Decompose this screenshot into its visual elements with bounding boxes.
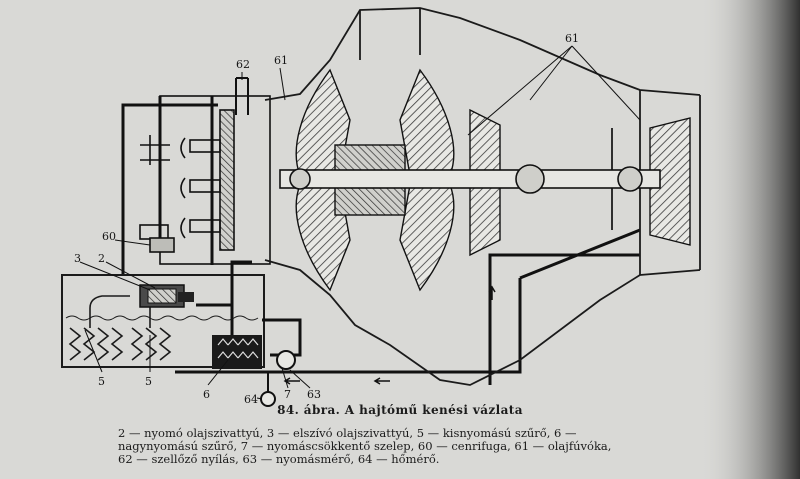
oil-pumps bbox=[139, 284, 194, 308]
callout-3: 3 bbox=[74, 252, 81, 265]
high-pressure-filter bbox=[212, 335, 262, 369]
callout-63: 63 bbox=[307, 388, 321, 401]
low-pressure-filter-left bbox=[68, 295, 130, 361]
callout-61-right: 61 bbox=[565, 32, 579, 45]
leader-lines bbox=[79, 45, 641, 400]
pressure-gauge bbox=[276, 350, 296, 370]
callout-5-right: 5 bbox=[145, 375, 152, 388]
callout-60: 60 bbox=[102, 230, 116, 243]
flow-arrows bbox=[283, 285, 496, 385]
callout-7: 7 bbox=[284, 388, 291, 401]
callout-2: 2 bbox=[98, 252, 105, 265]
legend-line: 2 — nyomó olajszivattyú, 3 — elszívó ola… bbox=[118, 426, 577, 440]
callout-5-left: 5 bbox=[98, 375, 105, 388]
centrifuge bbox=[149, 237, 175, 253]
legend-line: 62 — szellőző nyílás, 63 — nyomásmérő, 6… bbox=[118, 451, 440, 466]
callout-62: 62 bbox=[236, 58, 250, 71]
figure-title: 84. ábra. A hajtómű kenési vázlata bbox=[277, 403, 523, 417]
page-shadow bbox=[700, 0, 800, 479]
callout-64: 64 bbox=[244, 393, 258, 406]
low-pressure-filter-right bbox=[130, 305, 180, 361]
callout-61-left: 61 bbox=[274, 54, 288, 67]
legend-line: nagynyomású szűrő, 7 — nyomáscsökkentő s… bbox=[118, 438, 612, 453]
callout-6: 6 bbox=[203, 388, 210, 401]
figure-legend: 2 — nyomó olajszivattyú, 3 — elszívó ola… bbox=[118, 427, 678, 465]
accessory-gearbox bbox=[139, 95, 271, 265]
main-shaft bbox=[279, 164, 661, 194]
